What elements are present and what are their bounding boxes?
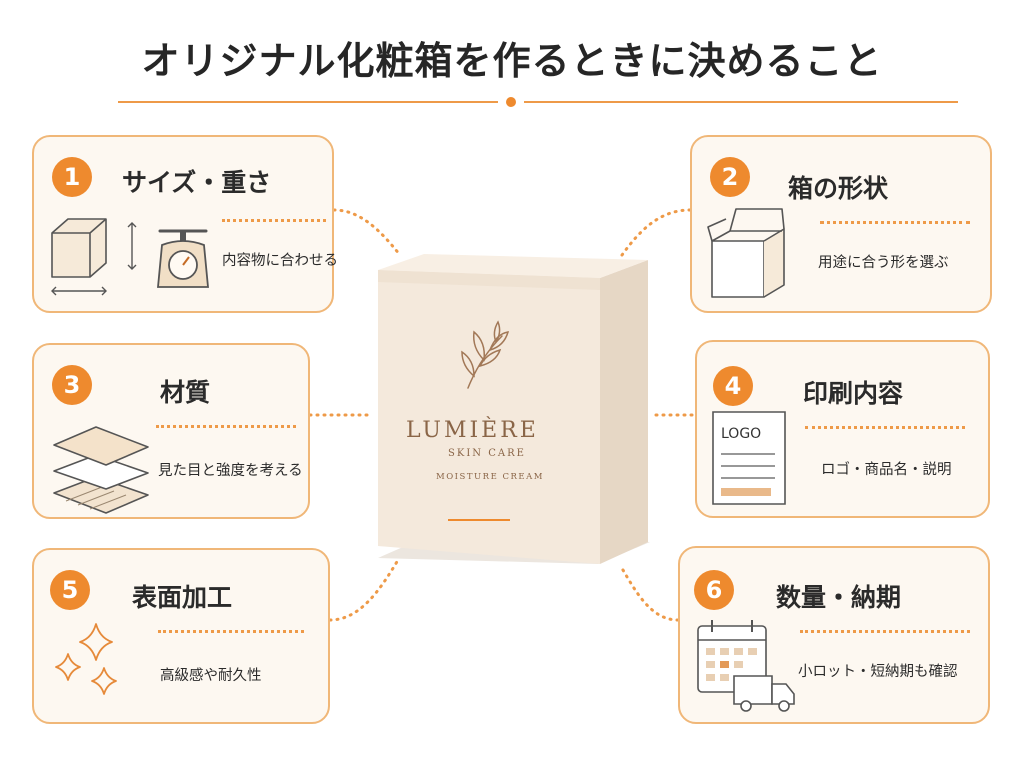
card-title: 材質 [160, 378, 211, 407]
card-description: 高級感や耐久性 [160, 668, 262, 684]
card-description: 用途に合う形を選ぶ [818, 255, 949, 271]
card-title: 数量・納期 [776, 583, 902, 612]
card-description: ロゴ・商品名・説明 [821, 462, 952, 478]
open-box-icon [707, 208, 785, 298]
step-number: 3 [52, 365, 92, 405]
card-material: 3 材質 見た目と強度を考える [32, 343, 310, 519]
dotted-divider [820, 221, 970, 224]
card-size-weight: 1 サイズ・重さ 内容物に合わせる [32, 135, 338, 313]
card-description: 内容物に合わせる [222, 253, 338, 269]
brand-line: SKIN CARE [448, 448, 526, 459]
step-number: 6 [694, 570, 734, 610]
dotted-divider [805, 426, 965, 429]
calendar-truck-icon [697, 620, 795, 712]
card-box-shape: 2 箱の形状 用途に合う形を選ぶ [690, 135, 992, 313]
svg-text:LOGO: LOGO [721, 426, 761, 442]
title-underline [118, 97, 958, 107]
card-quantity-delivery: 6 数量・納期 小ロット・短納期も確認 [678, 546, 990, 724]
card-description: 見た目と強度を考える [158, 463, 303, 479]
brand-name: LUMIÈRE [406, 418, 539, 443]
card-title: 印刷内容 [803, 379, 904, 408]
step-number: 2 [710, 157, 750, 197]
card-print-content: 4 印刷内容 LOGO ロゴ・商品名・説明 [695, 340, 990, 518]
card-title: サイズ・重さ [122, 168, 272, 197]
card-description: 小ロット・短納期も確認 [798, 664, 958, 680]
product-name: MOISTURE CREAM [436, 472, 544, 482]
dotted-divider [800, 630, 970, 633]
product-box: LUMIÈRE SKIN CARE MOISTURE CREAM [368, 238, 658, 570]
dotted-divider [222, 219, 326, 222]
step-number: 4 [713, 366, 753, 406]
product-box-illustration [378, 254, 650, 564]
sparkles-icon [55, 623, 117, 695]
card-surface-finish: 5 表面加工 高級感や耐久性 [32, 548, 330, 724]
card-title: 表面加工 [132, 583, 233, 612]
step-number: 5 [50, 570, 90, 610]
logo-document-icon: LOGO [712, 411, 786, 505]
dotted-divider [156, 425, 296, 428]
card-title: 箱の形状 [788, 174, 889, 203]
paper-layers-icon [53, 426, 149, 514]
cube-and-scale-icon [51, 218, 209, 296]
step-number: 1 [52, 157, 92, 197]
dotted-divider [158, 630, 304, 633]
page-title: オリジナル化粧箱を作るときに決めること [141, 39, 883, 83]
